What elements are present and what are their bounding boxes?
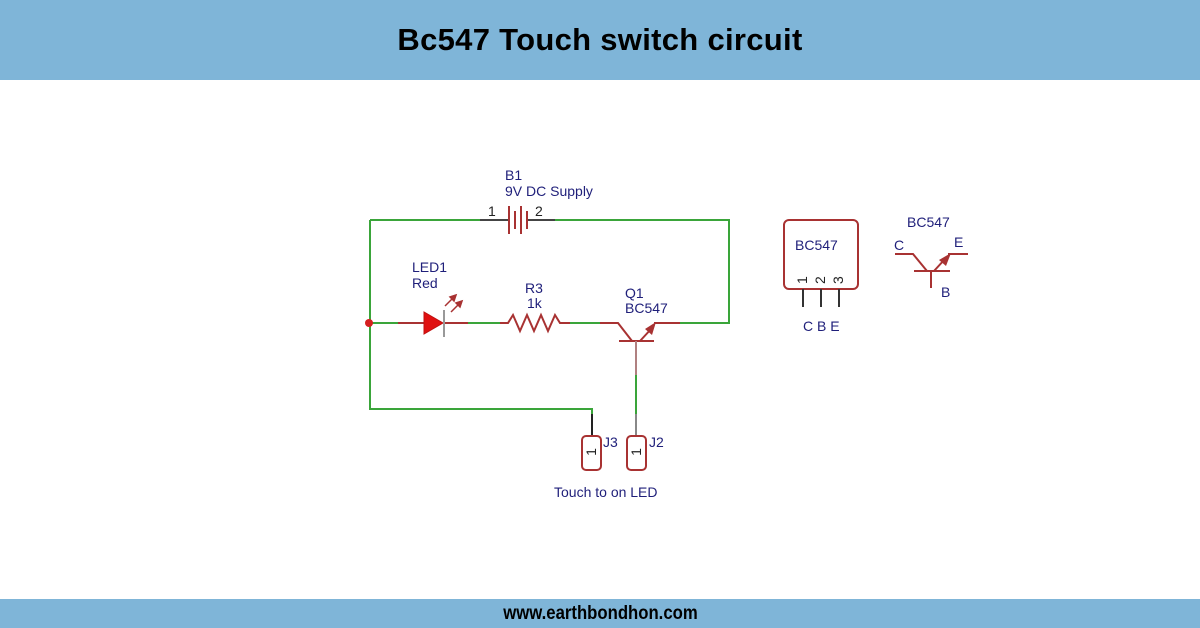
- j3-ref: J3: [603, 434, 618, 450]
- package-label: BC547: [795, 237, 838, 253]
- touch-caption: Touch to on LED: [554, 484, 658, 500]
- resistor-value: 1k: [527, 295, 543, 311]
- wire-top-right: [555, 219, 730, 324]
- symbol-emitter-label: E: [954, 234, 963, 250]
- transistor-value: BC547: [625, 300, 668, 316]
- package-pin-1: 1: [794, 276, 810, 284]
- led-value: Red: [412, 275, 438, 291]
- j3-pin: 1: [583, 448, 599, 456]
- battery-b1: 1 2: [480, 203, 555, 234]
- symbol-base-label: B: [941, 284, 950, 300]
- resistor-r3: [500, 312, 570, 334]
- symbol-label: BC547: [907, 214, 950, 230]
- symbol-collector-label: C: [894, 237, 904, 253]
- website-link[interactable]: www.earthbondhon.com: [502, 602, 698, 624]
- bc547-symbol: [895, 253, 968, 288]
- package-pin-3: 3: [830, 276, 846, 284]
- page-title: Bc547 Touch switch circuit: [397, 22, 803, 57]
- touch-pad-j2: 1: [626, 414, 647, 471]
- title-banner: Bc547 Touch switch circuit: [0, 0, 1200, 80]
- battery-value: 9V DC Supply: [505, 183, 593, 199]
- light-emission-arrows-icon: [444, 293, 464, 313]
- battery-pin1: 1: [488, 203, 496, 219]
- battery-pin2: 2: [535, 203, 543, 219]
- package-pin-2: 2: [812, 276, 828, 284]
- led-ref: LED1: [412, 259, 447, 275]
- j2-pin: 1: [628, 448, 644, 456]
- j2-ref: J2: [649, 434, 664, 450]
- transistor-q1: [600, 322, 680, 375]
- footer-banner: www.earthbondhon.com: [0, 599, 1200, 628]
- bc547-package: 1 2 3: [783, 219, 859, 307]
- wire-left-rail: [369, 220, 593, 414]
- led-symbol: [398, 293, 468, 337]
- battery-ref: B1: [505, 167, 522, 183]
- junction-dot: [365, 319, 373, 327]
- transistor-ref: Q1: [625, 285, 644, 301]
- resistor-ref: R3: [525, 280, 543, 296]
- package-pin-names: C B E: [803, 318, 840, 334]
- wires: [369, 219, 730, 414]
- touch-pad-j3: 1: [581, 414, 602, 471]
